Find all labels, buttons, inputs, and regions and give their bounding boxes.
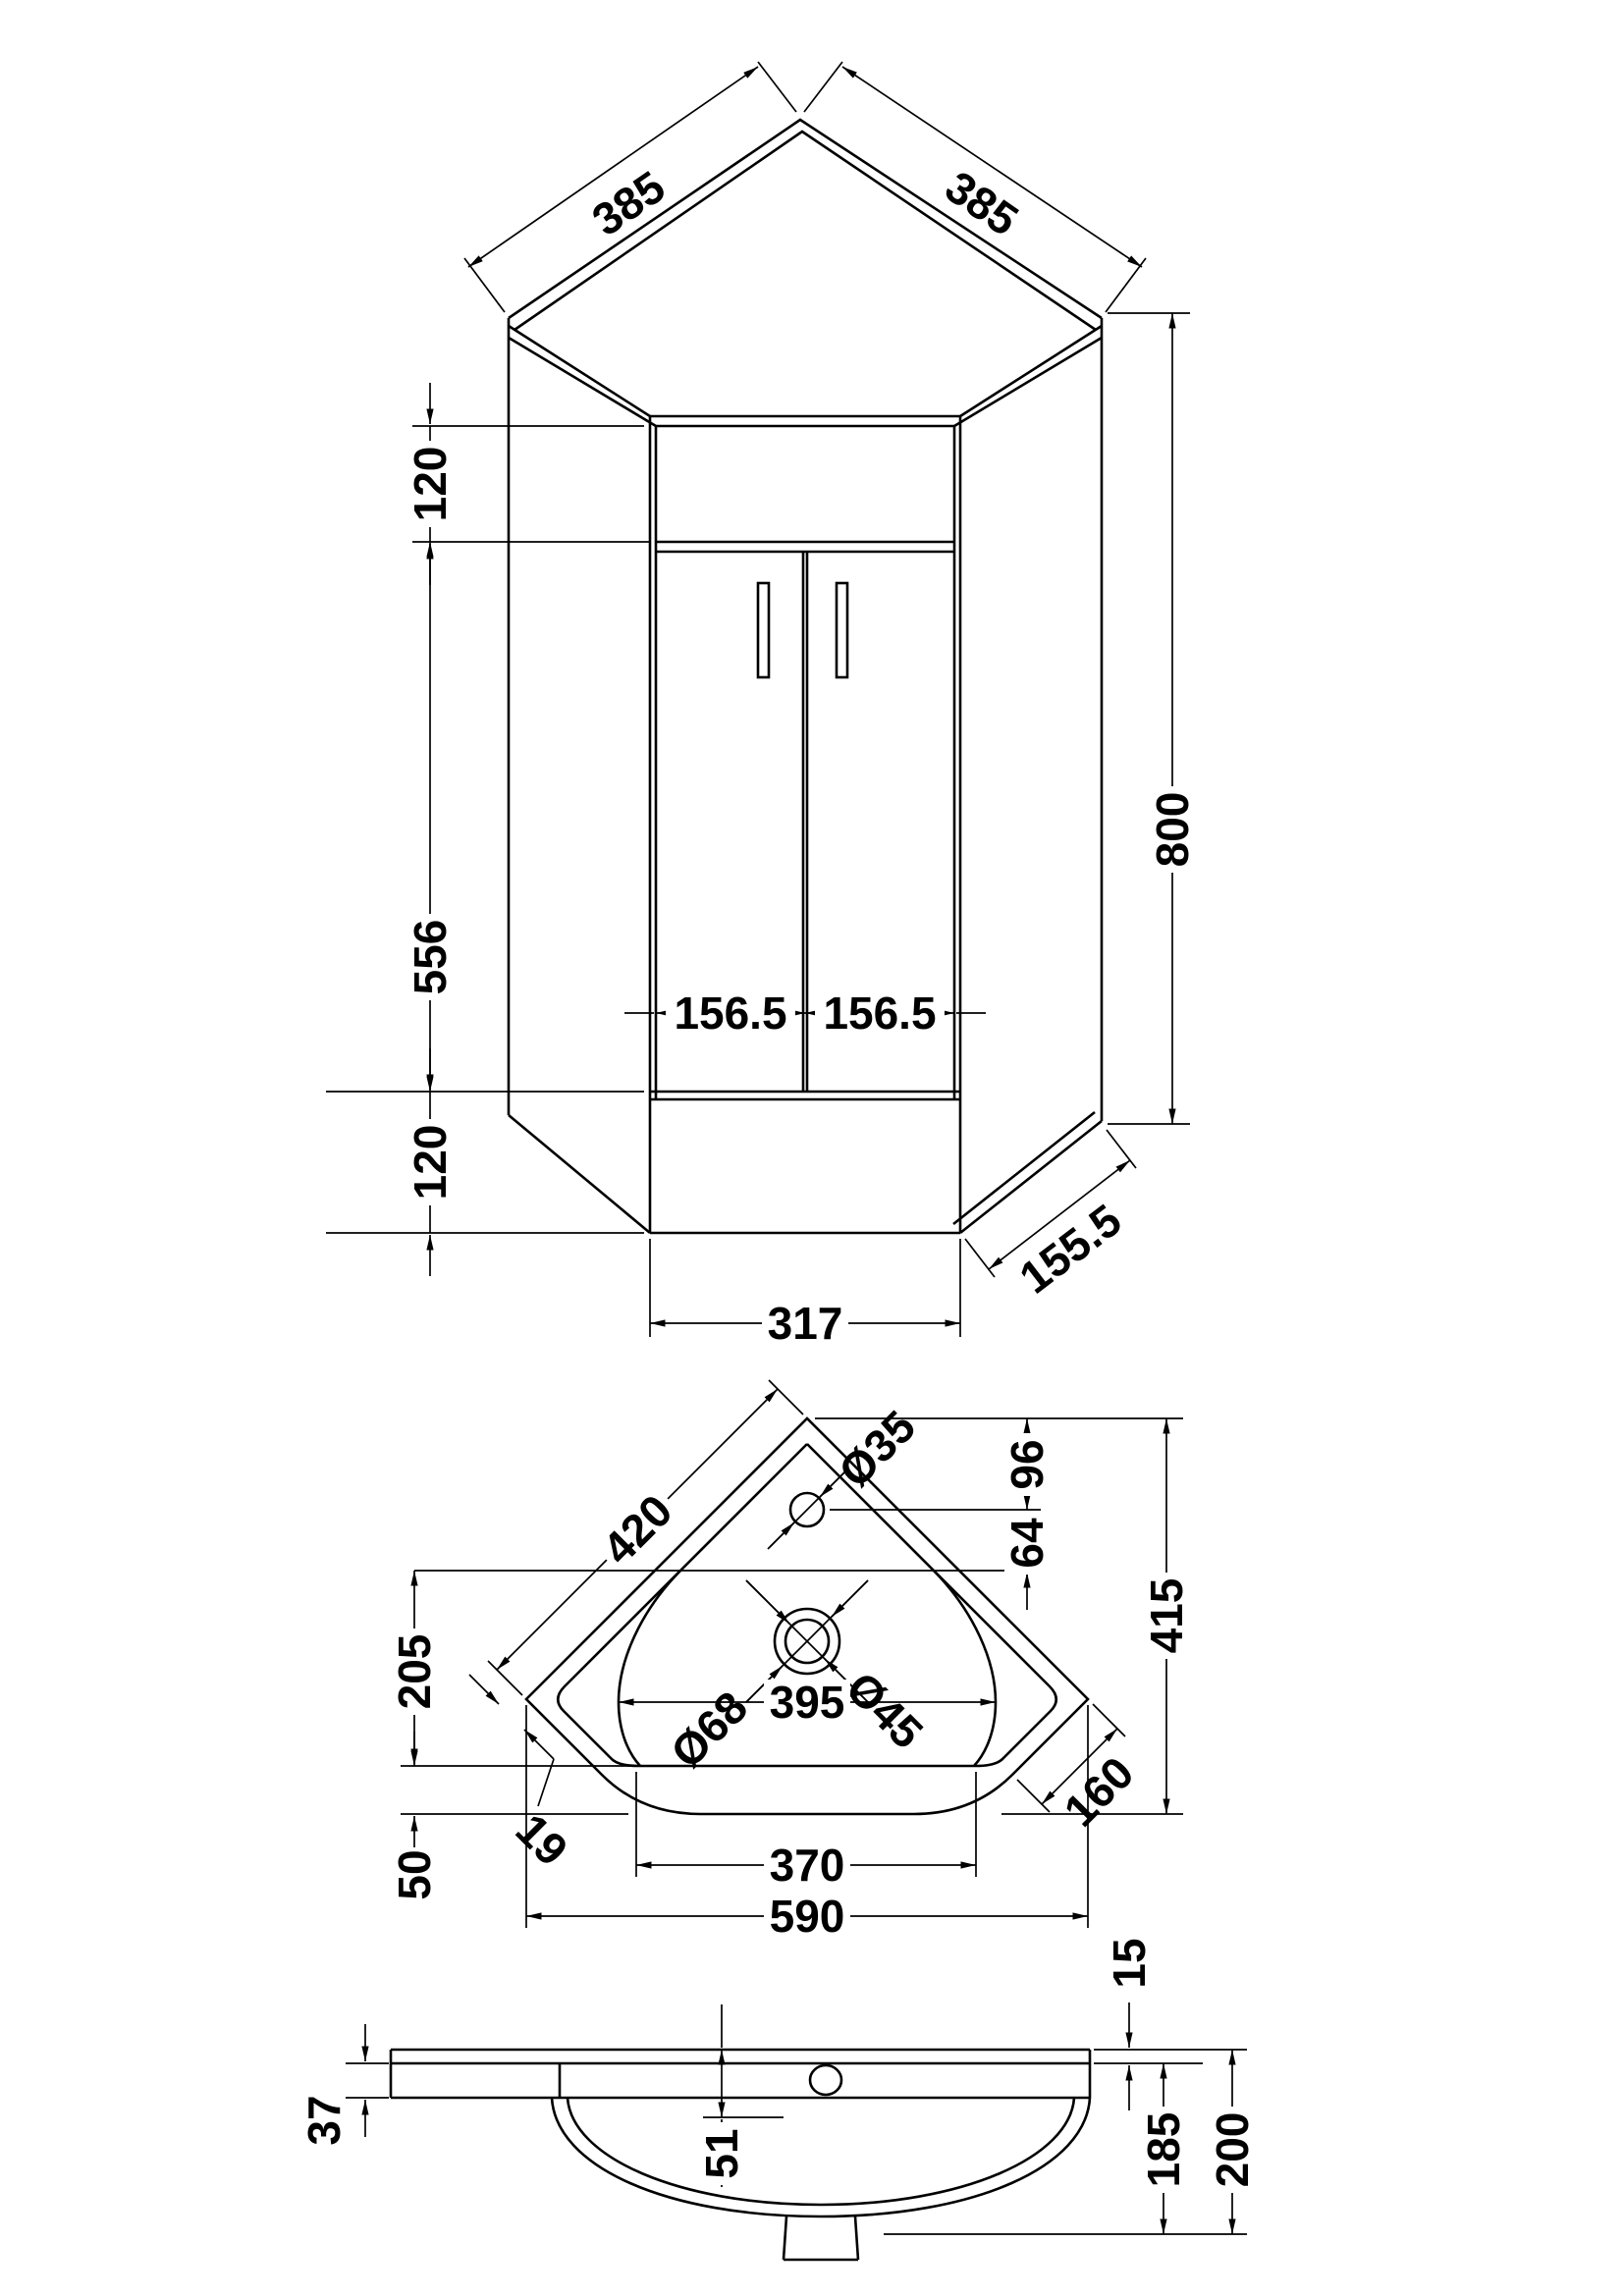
extension-line xyxy=(757,61,797,113)
dim-top-edge-right: 385 xyxy=(803,61,1147,313)
drain-left-side xyxy=(782,2216,788,2261)
leader-line xyxy=(537,1758,555,1807)
side-right-bottom-slope-inner xyxy=(952,1110,1096,1226)
dim-label-37: 37 xyxy=(298,2095,350,2145)
basin-outer-edge xyxy=(524,1416,1090,1816)
dim-label-556: 556 xyxy=(405,920,456,995)
dim-label-395: 395 xyxy=(770,1677,845,1728)
dim-base-width: 317 xyxy=(649,1239,961,1349)
dim-tap-offsets: 96 64 xyxy=(414,1417,1183,1610)
basin-section-view: 15 37 51 185 200 xyxy=(298,1938,1258,2262)
extension-line xyxy=(1092,1703,1126,1737)
dim-label-590: 590 xyxy=(770,1891,845,1942)
extension-line xyxy=(964,1238,996,1278)
dim-label-205: 205 xyxy=(389,1634,440,1710)
dim-bowl-width: 395 xyxy=(619,1677,996,1728)
extension-line xyxy=(1106,1129,1137,1169)
basin-rim-inner-right xyxy=(806,1443,1058,1768)
dim-label-15: 15 xyxy=(1104,1938,1155,1988)
dim-rim-thickness: 19 xyxy=(468,1674,577,1875)
dim-label-tap-dia: Ø35 xyxy=(829,1401,925,1497)
dim-bowl-front-depth: 205 xyxy=(389,1571,640,1767)
dim-top-thickness: 15 xyxy=(1094,1938,1247,2110)
top-slab-front-left-edge-inner xyxy=(508,336,657,428)
drain-right-side xyxy=(853,2216,860,2261)
front-elevation-view: 385 385 120 556 12 xyxy=(326,61,1198,1349)
basin-rim-inner-left xyxy=(556,1443,808,1768)
dim-label-51: 51 xyxy=(696,2128,747,2178)
dim-label-120-bottom: 120 xyxy=(405,1125,456,1201)
top-slab-front-left-edge xyxy=(508,324,651,418)
dim-label-385-left: 385 xyxy=(583,161,675,245)
dim-plinth-height: 120 xyxy=(326,1048,644,1276)
dim-label-317: 317 xyxy=(768,1298,843,1349)
dim-overall-depth: 415 xyxy=(1001,1418,1192,1815)
bowl-inner-shell xyxy=(566,2097,1076,2207)
dim-label-waste-inner: Ø45 xyxy=(837,1662,933,1758)
dim-label-door-right: 156.5 xyxy=(823,988,936,1039)
top-slab-front-right-edge xyxy=(959,324,1103,418)
dim-tap-hole-depth: 51 xyxy=(696,2004,784,2187)
dim-label-370: 370 xyxy=(770,1840,845,1891)
dim-label-120-top: 120 xyxy=(405,447,456,522)
extension-line xyxy=(768,1379,804,1415)
extension-line xyxy=(463,257,506,313)
dim-back-edge: 420 xyxy=(487,1379,804,1696)
door-handle-right xyxy=(835,581,849,679)
cabinet-top-slab xyxy=(508,118,1103,428)
dim-top-edge-left: 385 xyxy=(463,61,797,313)
side-left-bottom-slope xyxy=(508,1114,651,1234)
dim-tap-hole: Ø35 xyxy=(767,1401,925,1550)
dim-apron-drop: 37 xyxy=(298,2024,389,2146)
dim-label-64: 64 xyxy=(1001,1518,1053,1569)
dim-top-band-height: 120 xyxy=(405,383,650,585)
dim-label-200: 200 xyxy=(1207,2112,1258,2188)
dim-door-height: 556 xyxy=(405,542,456,1092)
extension-line xyxy=(1016,1779,1051,1813)
cabinet-body xyxy=(507,318,1104,1235)
tap-hole xyxy=(788,1491,826,1528)
extension-line xyxy=(487,1660,523,1696)
dim-label-800: 800 xyxy=(1147,792,1198,868)
dimension-line xyxy=(988,1159,1131,1270)
basin-plan-view: 420 Ø35 96 64 205 5 xyxy=(389,1379,1192,1942)
dim-overall-height: 800 xyxy=(1108,312,1198,1125)
dim-front-rim: 50 xyxy=(389,1732,628,1900)
tap-hole-section xyxy=(808,2063,843,2097)
arrow-stub xyxy=(831,1579,869,1618)
bowl-outer-shell xyxy=(550,2097,1092,2218)
dim-overall-width: 590 xyxy=(525,1705,1089,1942)
extension-line xyxy=(803,61,843,113)
door-handle-left xyxy=(756,581,771,679)
dim-label-96: 96 xyxy=(1001,1439,1053,1489)
basin-section-outline xyxy=(389,2048,1092,2262)
dim-label-155-5: 155.5 xyxy=(1010,1194,1131,1303)
extension-line xyxy=(1105,257,1147,313)
dim-label-185: 185 xyxy=(1138,2112,1189,2188)
dim-label-50: 50 xyxy=(389,1849,440,1899)
dimension-line xyxy=(1041,1728,1118,1805)
arrow-stub xyxy=(767,1522,795,1550)
arrow-stub xyxy=(745,1579,790,1625)
arrow-stub xyxy=(468,1674,500,1705)
dim-label-160: 160 xyxy=(1054,1746,1143,1836)
top-slab-front-right-edge-inner xyxy=(953,336,1103,428)
dim-inner-front-width: 370 xyxy=(635,1772,977,1891)
dim-label-waste-outer: Ø68 xyxy=(661,1682,757,1778)
dimension-line xyxy=(841,66,1143,268)
dim-bowl-and-overall-depth: 185 200 xyxy=(884,2050,1258,2235)
bowl-right-curve xyxy=(933,1570,998,1767)
dim-label-door-left: 156.5 xyxy=(674,988,786,1039)
dim-base-side-edge: 155.5 xyxy=(964,1129,1137,1304)
dimension-line xyxy=(467,66,759,268)
waste-hole-inner xyxy=(784,1618,831,1665)
arrow-stub xyxy=(819,1469,847,1498)
dim-label-415: 415 xyxy=(1141,1578,1192,1654)
dim-door-widths: 156.5 156.5 xyxy=(624,988,986,1039)
arrow-stub xyxy=(523,1729,555,1760)
